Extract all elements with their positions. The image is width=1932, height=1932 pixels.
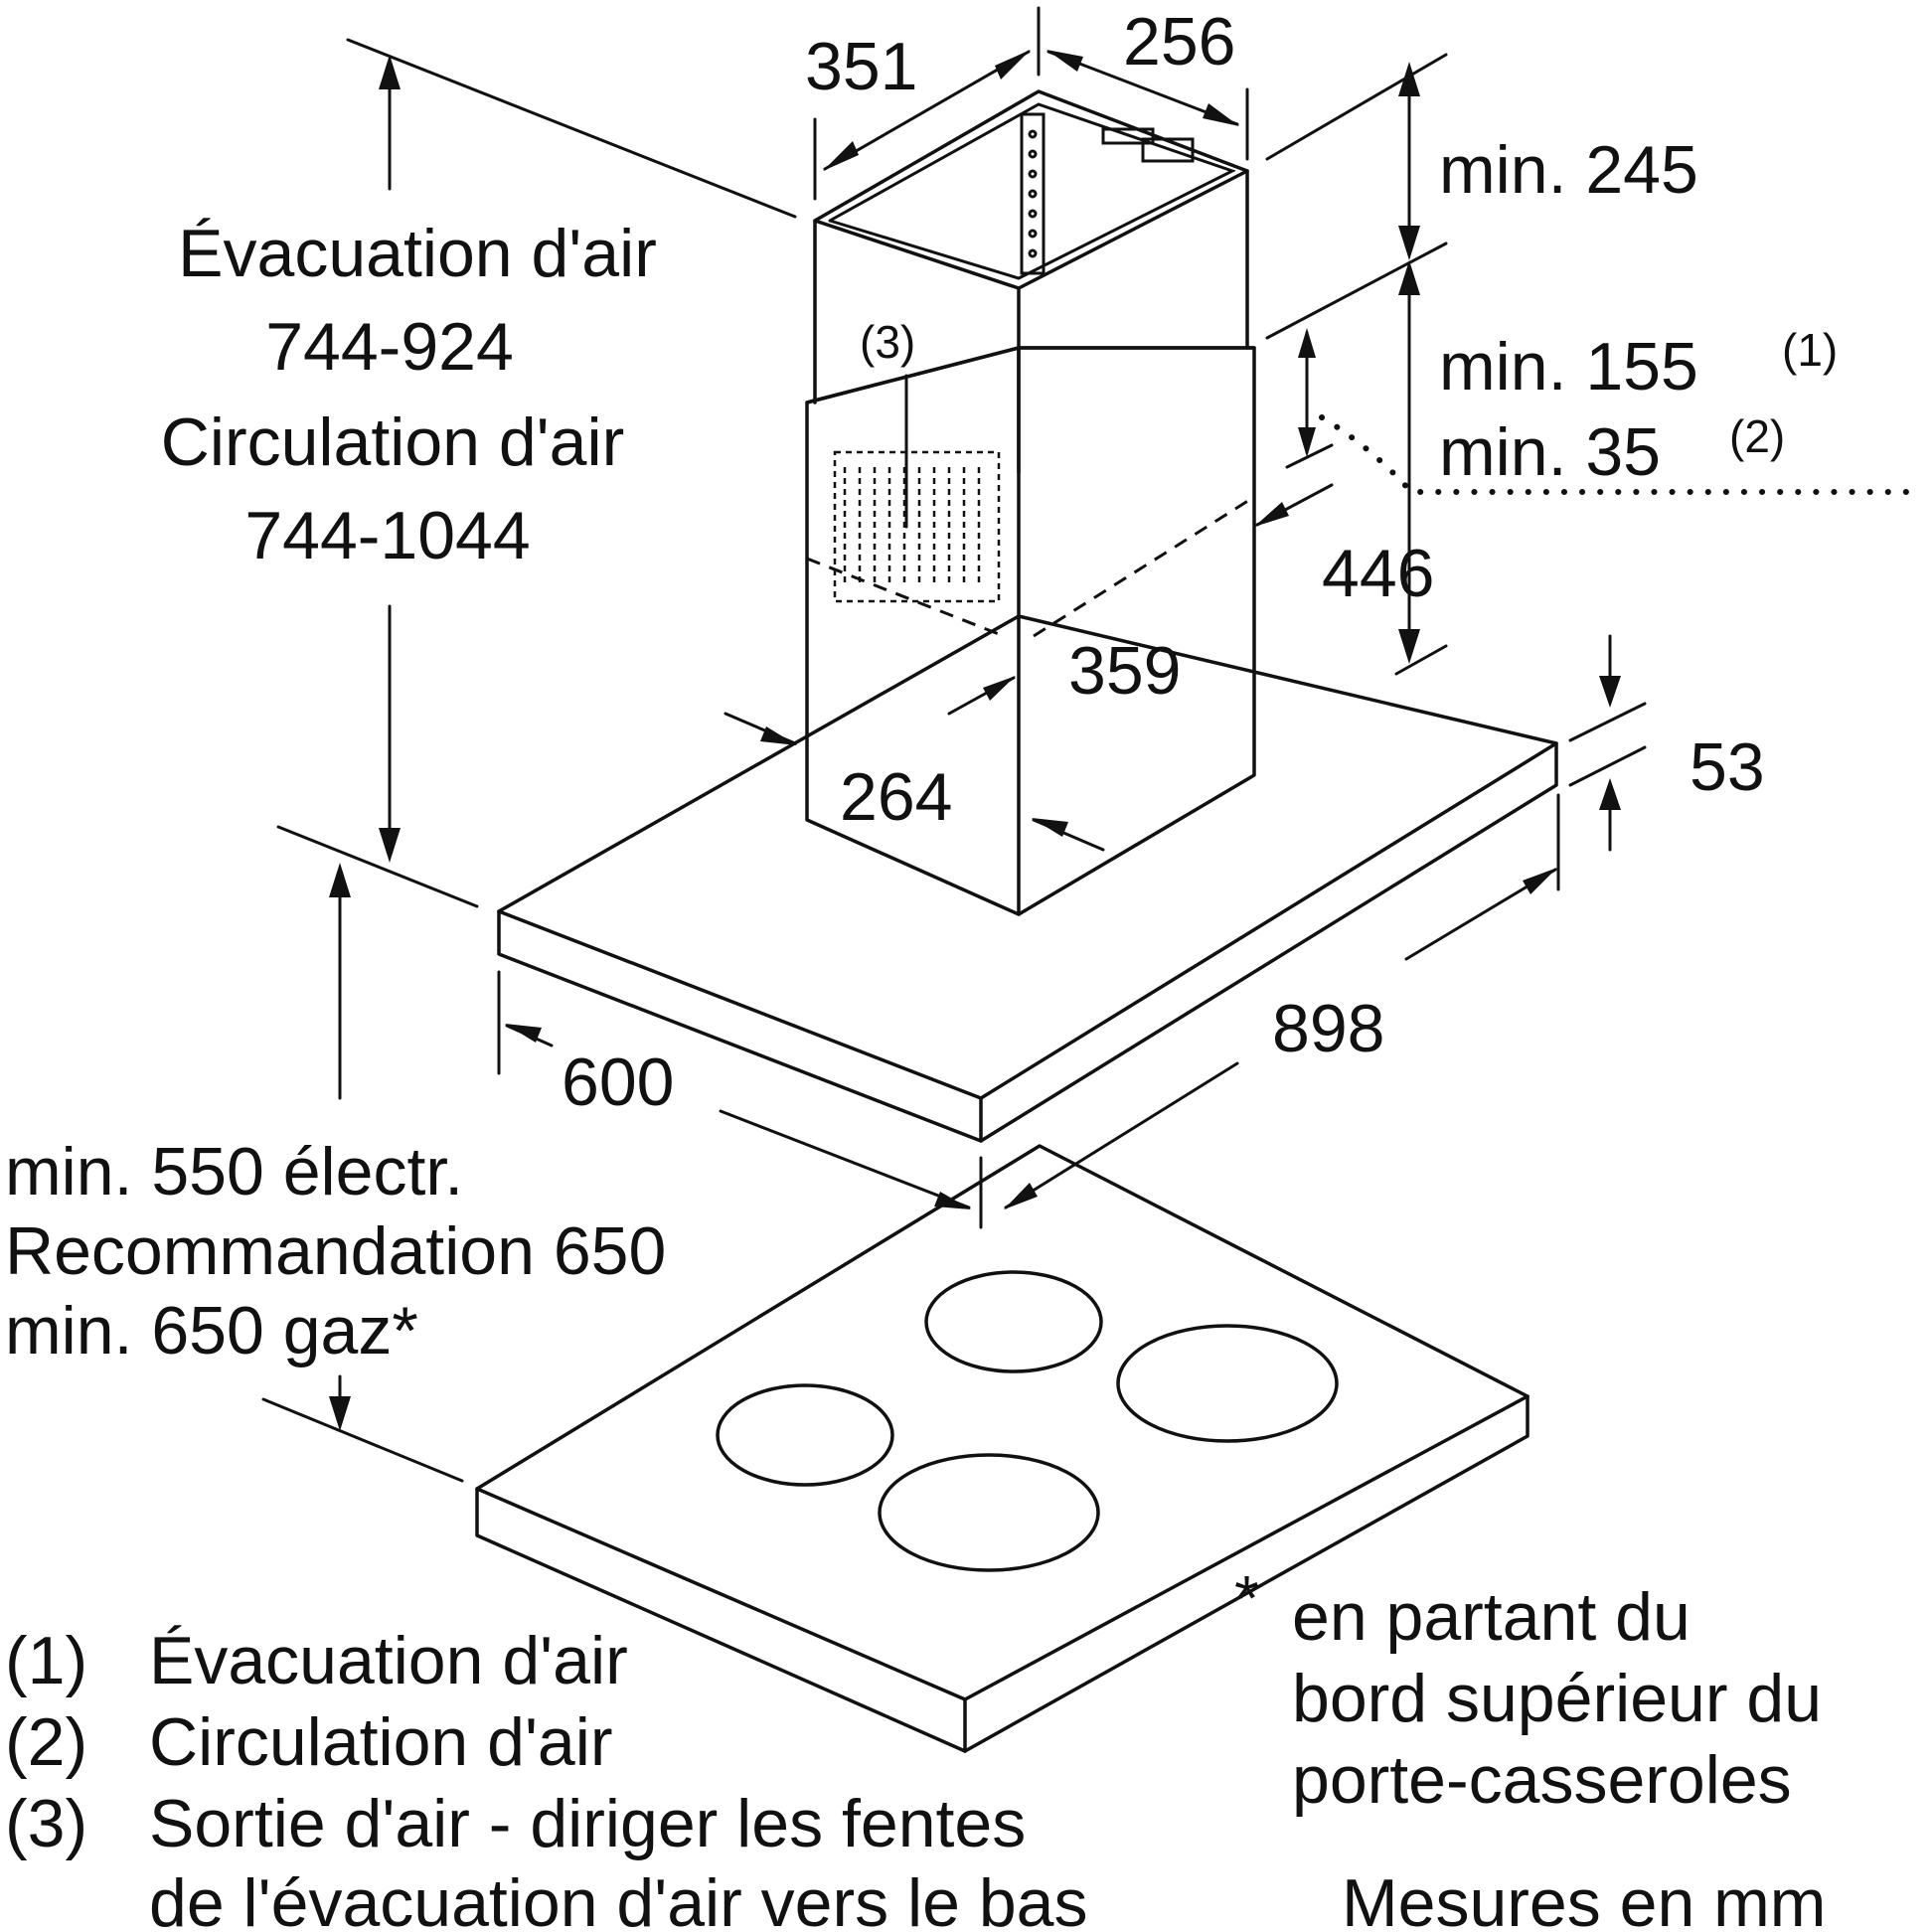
dim-351: 351 xyxy=(805,29,917,104)
legend-number-1: (1) xyxy=(5,1623,87,1698)
footnote-line1: en partant du xyxy=(1292,1579,1690,1655)
dim-446: 446 xyxy=(1322,536,1434,611)
superscript-2: (2) xyxy=(1729,410,1785,462)
legend: (1) Évacuation d'air (2) Circulation d'a… xyxy=(5,1623,1088,1932)
footnote-line2: bord supérieur du xyxy=(1292,1661,1822,1736)
legend-text-3b: de l'évacuation d'air vers le bas xyxy=(149,1865,1088,1932)
units-note: Mesures en mm xyxy=(1342,1865,1826,1932)
legend-text-3a: Sortie d'air - diriger les fentes xyxy=(149,1786,1026,1861)
dim-min-35: min. 35 xyxy=(1439,414,1661,490)
hood-canopy xyxy=(497,614,1558,1143)
dim-53: 53 xyxy=(1690,729,1765,805)
footnote-star: * xyxy=(1234,1562,1259,1634)
legend-number-2: (2) xyxy=(5,1704,87,1780)
dimension-labels: 351 256 min. 245 min. 155 (1) min. 35 (2… xyxy=(562,4,1838,1120)
footnote: * en partant du bord supérieur du porte-… xyxy=(1234,1562,1822,1818)
clearance-line1: min. 550 électr. xyxy=(5,1134,463,1209)
dim-600: 600 xyxy=(562,1045,674,1120)
burner-front-right xyxy=(878,1453,1100,1572)
burner-back-right xyxy=(1116,1324,1339,1443)
clearance-line2: Recommandation 650 xyxy=(5,1213,666,1289)
dim-264: 264 xyxy=(840,759,952,835)
chimney-height-line2: 744-924 xyxy=(265,309,514,385)
burner-back-left xyxy=(924,1270,1103,1373)
chimney-height-line1: Évacuation d'air xyxy=(178,216,657,291)
superscript-1: (1) xyxy=(1782,324,1838,376)
dimension-lines xyxy=(261,6,1916,1483)
dim-256: 256 xyxy=(1123,4,1235,80)
chimney-height-label: Évacuation d'air 744-924 Circulation d'a… xyxy=(161,216,657,573)
chimney-height-line4: 744-1044 xyxy=(244,498,530,573)
callout-3: (3) xyxy=(860,316,915,368)
upper-chimney xyxy=(813,89,1249,474)
dim-min-155: min. 155 xyxy=(1439,329,1698,404)
dim-898: 898 xyxy=(1272,991,1384,1066)
legend-text-2: Circulation d'air xyxy=(149,1704,613,1780)
footnote-line3: porte-casseroles xyxy=(1292,1742,1792,1818)
air-outlet-grille xyxy=(833,450,1001,603)
legend-number-3: (3) xyxy=(5,1786,87,1861)
clearance-line3: min. 650 gaz* xyxy=(5,1293,418,1368)
chimney-height-line3: Circulation d'air xyxy=(161,404,625,480)
mounting-bracket xyxy=(1020,112,1195,275)
legend-text-1: Évacuation d'air xyxy=(149,1623,628,1698)
dim-359: 359 xyxy=(1068,633,1181,709)
cooktop xyxy=(475,1144,1530,1753)
dim-min-245: min. 245 xyxy=(1439,132,1698,208)
burner-front-left xyxy=(716,1383,894,1487)
clearance-label: min. 550 électr. Recommandation 650 min.… xyxy=(5,1134,666,1368)
